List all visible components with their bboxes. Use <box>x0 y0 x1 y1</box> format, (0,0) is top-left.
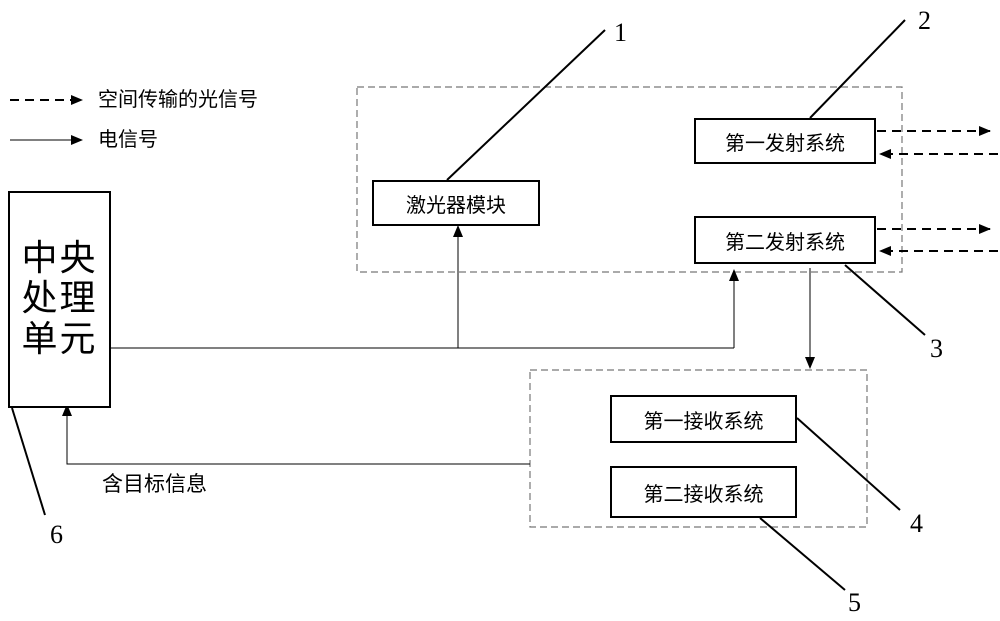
callout-number-6: 6 <box>50 522 63 548</box>
first-receive-system-box: 第一接收系统 <box>610 395 797 443</box>
callout-number-4: 4 <box>910 511 923 537</box>
cpu-label-line3: 单元 <box>21 320 97 360</box>
cpu-label-line1: 中央 <box>21 239 97 279</box>
callout-line-4 <box>797 418 900 510</box>
first-transmit-system-box: 第一发射系统 <box>694 118 876 164</box>
legend-optical-label: 空间传输的光信号 <box>98 89 258 109</box>
laser-module-box: 激光器模块 <box>372 180 540 226</box>
callout-number-1: 1 <box>614 20 627 46</box>
target-info-label: 含目标信息 <box>102 474 207 495</box>
callout-number-2: 2 <box>918 8 931 34</box>
callout-line-2 <box>810 20 905 118</box>
callout-line-5 <box>760 518 845 590</box>
second-transmit-system-box: 第二发射系统 <box>694 216 876 264</box>
callout-number-5: 5 <box>848 590 861 616</box>
callout-number-3: 3 <box>930 336 943 362</box>
callout-line-1 <box>447 30 605 180</box>
callout-line-6 <box>12 408 45 515</box>
second-receive-system-box: 第二接收系统 <box>610 466 797 518</box>
legend-electrical-label: 电信号 <box>98 129 158 149</box>
central-processing-unit-box: 中央 处理 单元 <box>8 191 111 408</box>
cpu-label-line2: 处理 <box>21 279 97 319</box>
callout-line-3 <box>845 265 925 335</box>
feedback-line <box>67 405 530 464</box>
